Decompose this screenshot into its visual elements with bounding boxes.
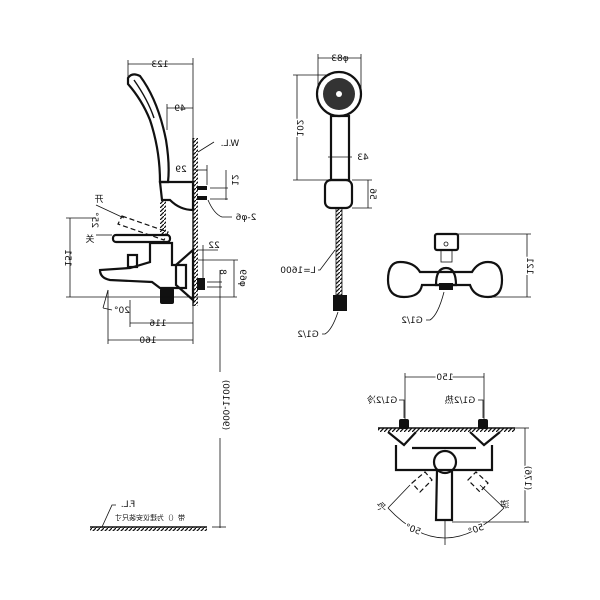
dim-151: 151 — [62, 249, 72, 266]
close-label: 关 — [85, 233, 94, 245]
water-level-label: W.L. — [221, 139, 240, 149]
front-view: 121 G1/2 — [386, 232, 536, 326]
cold-label: 冷 — [375, 501, 387, 510]
dim-121: 121 — [524, 257, 534, 274]
lever-handle — [111, 233, 172, 244]
mixer-body — [98, 241, 188, 290]
shower-handle — [329, 114, 351, 182]
wall-hatch — [193, 138, 198, 306]
pin-bottom — [197, 196, 207, 200]
pins-label: 2-φ6 — [235, 213, 256, 223]
cartridge — [432, 449, 458, 475]
handshower-view: φ83 102 43 56 L=1600 G1/2 — [280, 54, 379, 340]
floor-level-label: F.L. — [121, 500, 135, 510]
dim-116: 116 — [149, 319, 166, 329]
dim-160: 160 — [139, 336, 156, 346]
hose-thread: G1/2 — [297, 330, 318, 340]
dim-49: 49 — [174, 104, 186, 114]
hose-length: L=1600 — [280, 266, 316, 276]
dim-150: 150 — [436, 373, 453, 383]
holder — [158, 180, 195, 212]
dim-176: (176) — [522, 466, 532, 490]
angle-right: 50° — [467, 523, 485, 538]
bottom-view: 150 G1/2冷 G1/2热 (176) 冷 热 50° 50° — [367, 372, 534, 545]
dim-102: 102 — [294, 119, 304, 136]
outlet-front — [434, 266, 458, 287]
inlet-nut — [197, 278, 205, 290]
dim-56: 56 — [367, 188, 377, 200]
pin-top — [197, 186, 207, 190]
cold-inlet-nut — [399, 419, 409, 429]
hose-outlet — [160, 288, 174, 304]
floor-hatch — [90, 527, 207, 531]
handle-angle: 25° — [89, 212, 99, 228]
spout-angle: 20° — [114, 306, 130, 316]
dim-plate: φ69 — [237, 269, 247, 287]
hose — [335, 207, 343, 296]
hose-nut — [333, 295, 347, 311]
shower-holder — [323, 178, 354, 210]
dim-12: 12 — [229, 174, 239, 185]
dim-123: 123 — [151, 60, 168, 70]
hot-inlet-label: G1/2热 — [445, 394, 475, 406]
install-height: (900-1100) — [220, 380, 230, 430]
lever-bottom — [434, 469, 454, 522]
dim-43: 43 — [357, 153, 368, 163]
open-label: 开 — [94, 194, 103, 205]
head-diameter: φ83 — [331, 54, 348, 64]
dim-22: 22 — [208, 241, 219, 251]
hot-label: 热 — [499, 499, 511, 508]
angle-left: 50° — [403, 523, 421, 538]
diverter-knob — [126, 253, 139, 269]
side-view: 123 49 W.L. 29 12 2-φ6 开 25° 关 22 151 φ6… — [62, 58, 256, 531]
wall-flange — [174, 247, 195, 303]
dim-29: 29 — [175, 165, 187, 175]
install-note: 带（）为建议安装尺寸 — [115, 513, 185, 522]
lever-open-position — [117, 215, 169, 241]
outlet-nut-front — [439, 283, 453, 290]
handshower-outline — [126, 73, 170, 184]
dim-8: 8 — [217, 269, 227, 275]
hot-inlet-nut — [478, 419, 488, 429]
mixer-bottom-body — [394, 445, 494, 472]
outlet-thread: G1/2 — [401, 316, 422, 326]
wall-hatch-bottom — [378, 428, 515, 432]
cold-inlet-label: G1/2冷 — [367, 394, 397, 406]
